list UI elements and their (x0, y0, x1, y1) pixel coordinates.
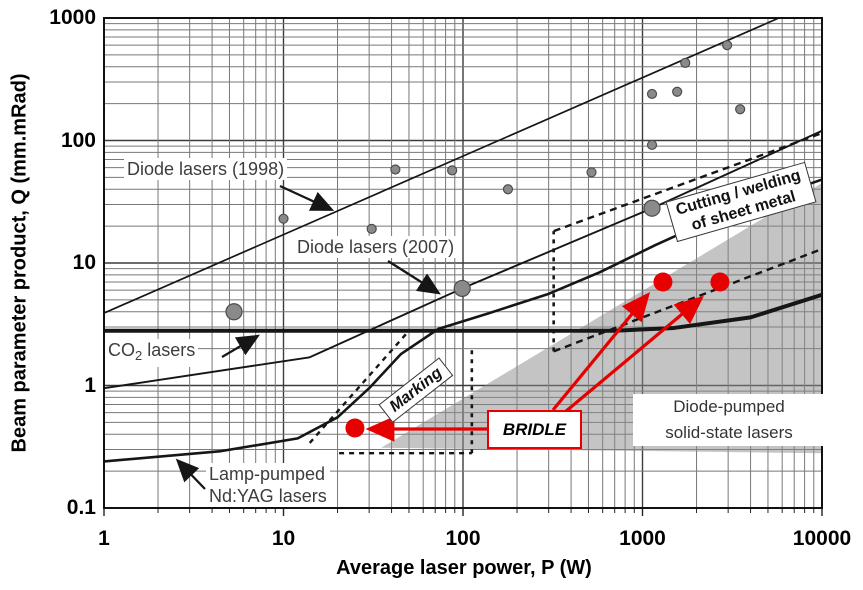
label-diode-pumped-solid-state: Diode-pumped solid-state lasers (633, 394, 825, 446)
laser-data-points-small (680, 57, 691, 69)
y-tick-label: 1 (84, 373, 96, 397)
laser-data-points-small (735, 104, 746, 115)
arrow-co2 (221, 334, 260, 358)
y-tick-label: 0.1 (66, 496, 96, 519)
arrow-diode-1998 (279, 184, 335, 211)
lamp-pumped-ndyag-lasers (104, 178, 822, 463)
dpssl-line1: Diode-pumped (673, 397, 785, 416)
bridle-target-points (653, 272, 673, 292)
label-lamp-pumped-ndyag: Lamp-pumped Nd:YAG lasers (206, 463, 330, 507)
y-tick-label: 1000 (49, 6, 96, 29)
lamp-line2: Nd:YAG lasers (209, 486, 327, 506)
co2-text: CO (108, 340, 135, 360)
dpssl-line2: solid-state lasers (665, 423, 793, 442)
laser-data-points-small (586, 167, 597, 178)
x-axis-minor-ticks (103, 508, 823, 516)
laser-data-points-large (643, 199, 661, 217)
co2-subscript: 2 (135, 348, 143, 363)
scatter-points (225, 40, 746, 438)
bridle-target-points (710, 272, 730, 292)
bridle-arrows (365, 292, 704, 442)
laser-data-points-small (672, 86, 683, 97)
y-tick-label: 100 (60, 128, 96, 152)
laser-data-points-small (721, 40, 733, 51)
laser-data-points-large (453, 279, 471, 298)
bridle-arrow-middle (551, 292, 651, 412)
shaded-regions (381, 182, 822, 454)
co2-text-post: lasers (142, 340, 196, 360)
label-diode-lasers-1998: Diode lasers (1998) (124, 158, 288, 180)
series-lines (104, 18, 822, 463)
bridle-arrow-right (563, 295, 704, 414)
arrow-diode-2007 (387, 260, 441, 295)
laser-data-points-small (646, 139, 658, 151)
laser-data-points-small (390, 164, 401, 175)
bridle-target-points (345, 418, 365, 438)
y-tick-label: 10 (72, 251, 96, 274)
plot-border (103, 17, 823, 509)
label-co2-lasers: CO2 lasers (105, 339, 199, 367)
x-tick-label: 1000 (619, 527, 666, 550)
x-tick-label: 1 (98, 527, 110, 550)
x-tick-label: 10000 (792, 527, 852, 550)
bridle-label-box: BRIDLE (487, 410, 582, 449)
co2-lasers (104, 292, 822, 333)
laser-data-points-small (447, 165, 458, 176)
diode-pumped-solid-state-region (381, 182, 822, 454)
y-axis-title: Beam parameter product, Q (mm.mRad) (8, 73, 31, 453)
x-tick-label: 100 (445, 527, 481, 550)
diode-lasers-1998 (104, 18, 780, 314)
laser-data-points-small (502, 184, 514, 195)
laser-data-points-small (646, 88, 658, 100)
lamp-line1: Lamp-pumped (209, 464, 326, 484)
x-axis-title: Average laser power, P (W) (336, 557, 592, 579)
arrow-lamp-pumped (175, 458, 206, 490)
laser-data-points-small (366, 223, 377, 234)
label-arrows (175, 184, 441, 490)
laser-data-points-large (225, 303, 243, 321)
x-tick-label: 10 (271, 527, 296, 550)
laser-data-points-small (278, 213, 289, 224)
label-diode-lasers-2007: Diode lasers (2007) (294, 236, 458, 258)
